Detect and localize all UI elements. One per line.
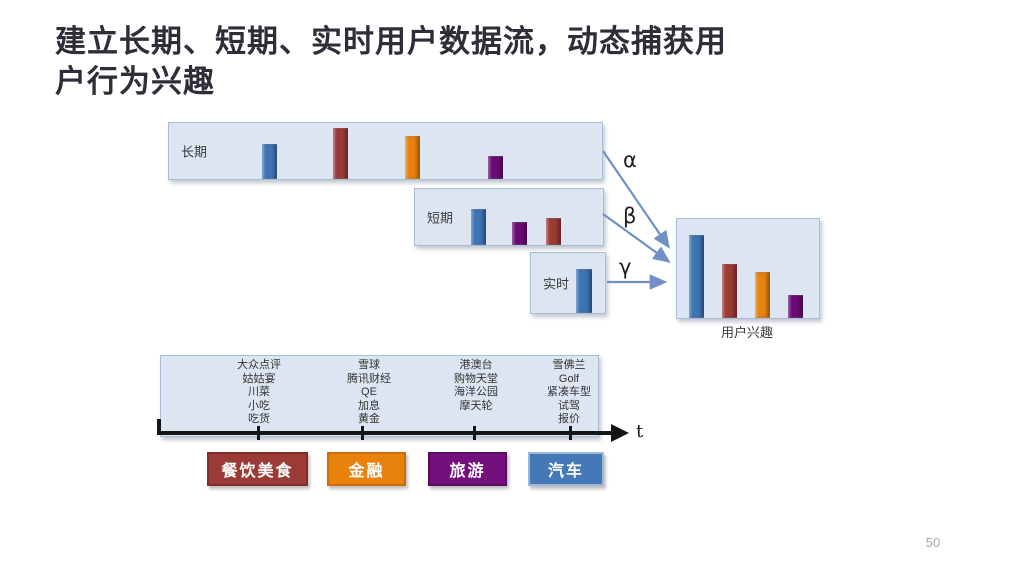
keyword: 紧凑车型	[547, 386, 591, 398]
keyword: 试驾	[558, 399, 580, 412]
keyword: QE	[361, 386, 377, 398]
real-time-bar-blue	[576, 269, 592, 313]
time-axis-tick-4	[569, 426, 572, 440]
category-chip-finance-label: 金融	[348, 463, 385, 480]
short-term-label: 短期	[427, 210, 454, 226]
keyword: 海洋公园	[454, 386, 498, 398]
category-chip-travel: 旅游	[428, 452, 507, 486]
category-chip-auto-label: 汽车	[547, 463, 584, 480]
alpha-weight-label: α	[623, 148, 637, 172]
long-term-bar-red	[333, 128, 348, 179]
category-chip-food: 餐饮美食	[207, 452, 308, 486]
category-chip-auto: 汽车	[528, 452, 604, 486]
keyword: 吃货	[248, 413, 270, 425]
user-interest-label: 用户兴趣	[720, 325, 773, 340]
long-term-stream-box: 长期	[168, 122, 603, 180]
keyword: 港澳台	[459, 359, 493, 371]
keyword: 报价	[558, 413, 580, 425]
keyword: 大众点评	[237, 359, 281, 371]
long-term-label: 长期	[181, 144, 208, 160]
short-term-bar-blue	[471, 209, 486, 245]
short-term-bar-purple	[512, 222, 527, 245]
user-interest-box	[676, 218, 820, 319]
long-term-bar-blue	[262, 144, 277, 179]
interest-bar-purple	[788, 295, 803, 318]
beta-weight-label: β	[623, 204, 637, 228]
keyword: 摩天轮	[459, 399, 493, 412]
keyword: 腾讯财经	[347, 372, 391, 385]
time-axis-label: t	[636, 421, 644, 442]
slide-title: 建立长期、短期、实时用户数据流，动态捕获用 户行为兴趣	[55, 22, 835, 102]
time-axis-tick-3	[473, 426, 476, 440]
keyword-group-travel: 港澳台购物天堂海洋公园摩天轮	[426, 359, 526, 413]
interest-bar-red	[722, 264, 737, 318]
time-axis-line	[157, 431, 613, 435]
time-axis-tick-1	[257, 426, 260, 440]
real-time-stream-box: 实时	[530, 252, 606, 314]
page-number: 50	[925, 535, 941, 550]
interest-bar-blue	[689, 235, 704, 318]
keyword: 川菜	[248, 386, 270, 398]
keyword: Golf	[558, 372, 580, 385]
long-term-bar-purple	[488, 156, 503, 179]
keyword: 姑姑宴	[242, 372, 276, 385]
gamma-weight-label: γ	[619, 255, 632, 279]
keyword: 小吃	[248, 399, 270, 412]
keyword: 加息	[358, 399, 380, 412]
keyword-group-food: 大众点评姑姑宴川菜小吃吃货	[209, 359, 309, 427]
long-term-bar-orange	[405, 136, 420, 179]
category-chip-travel-label: 旅游	[449, 463, 486, 480]
category-chip-finance: 金融	[327, 452, 406, 486]
slide-title-line-1: 建立长期、短期、实时用户数据流，动态捕获用	[55, 24, 727, 59]
category-chip-food-label: 餐饮美食	[221, 463, 294, 480]
short-term-stream-box: 短期	[414, 188, 604, 246]
keyword: 雪球	[358, 359, 380, 371]
real-time-label: 实时	[543, 276, 570, 292]
keyword: 雪佛兰	[552, 359, 586, 371]
slide-title-line-2: 户行为兴趣	[55, 64, 215, 99]
interest-bar-orange	[755, 272, 770, 318]
short-term-bar-red	[546, 218, 561, 245]
keyword: 黄金	[358, 413, 380, 425]
time-axis-tick-2	[361, 426, 364, 440]
time-axis-start-tick	[157, 419, 161, 435]
keyword: 购物天堂	[454, 372, 498, 385]
time-axis-arrowhead-icon	[611, 424, 629, 442]
